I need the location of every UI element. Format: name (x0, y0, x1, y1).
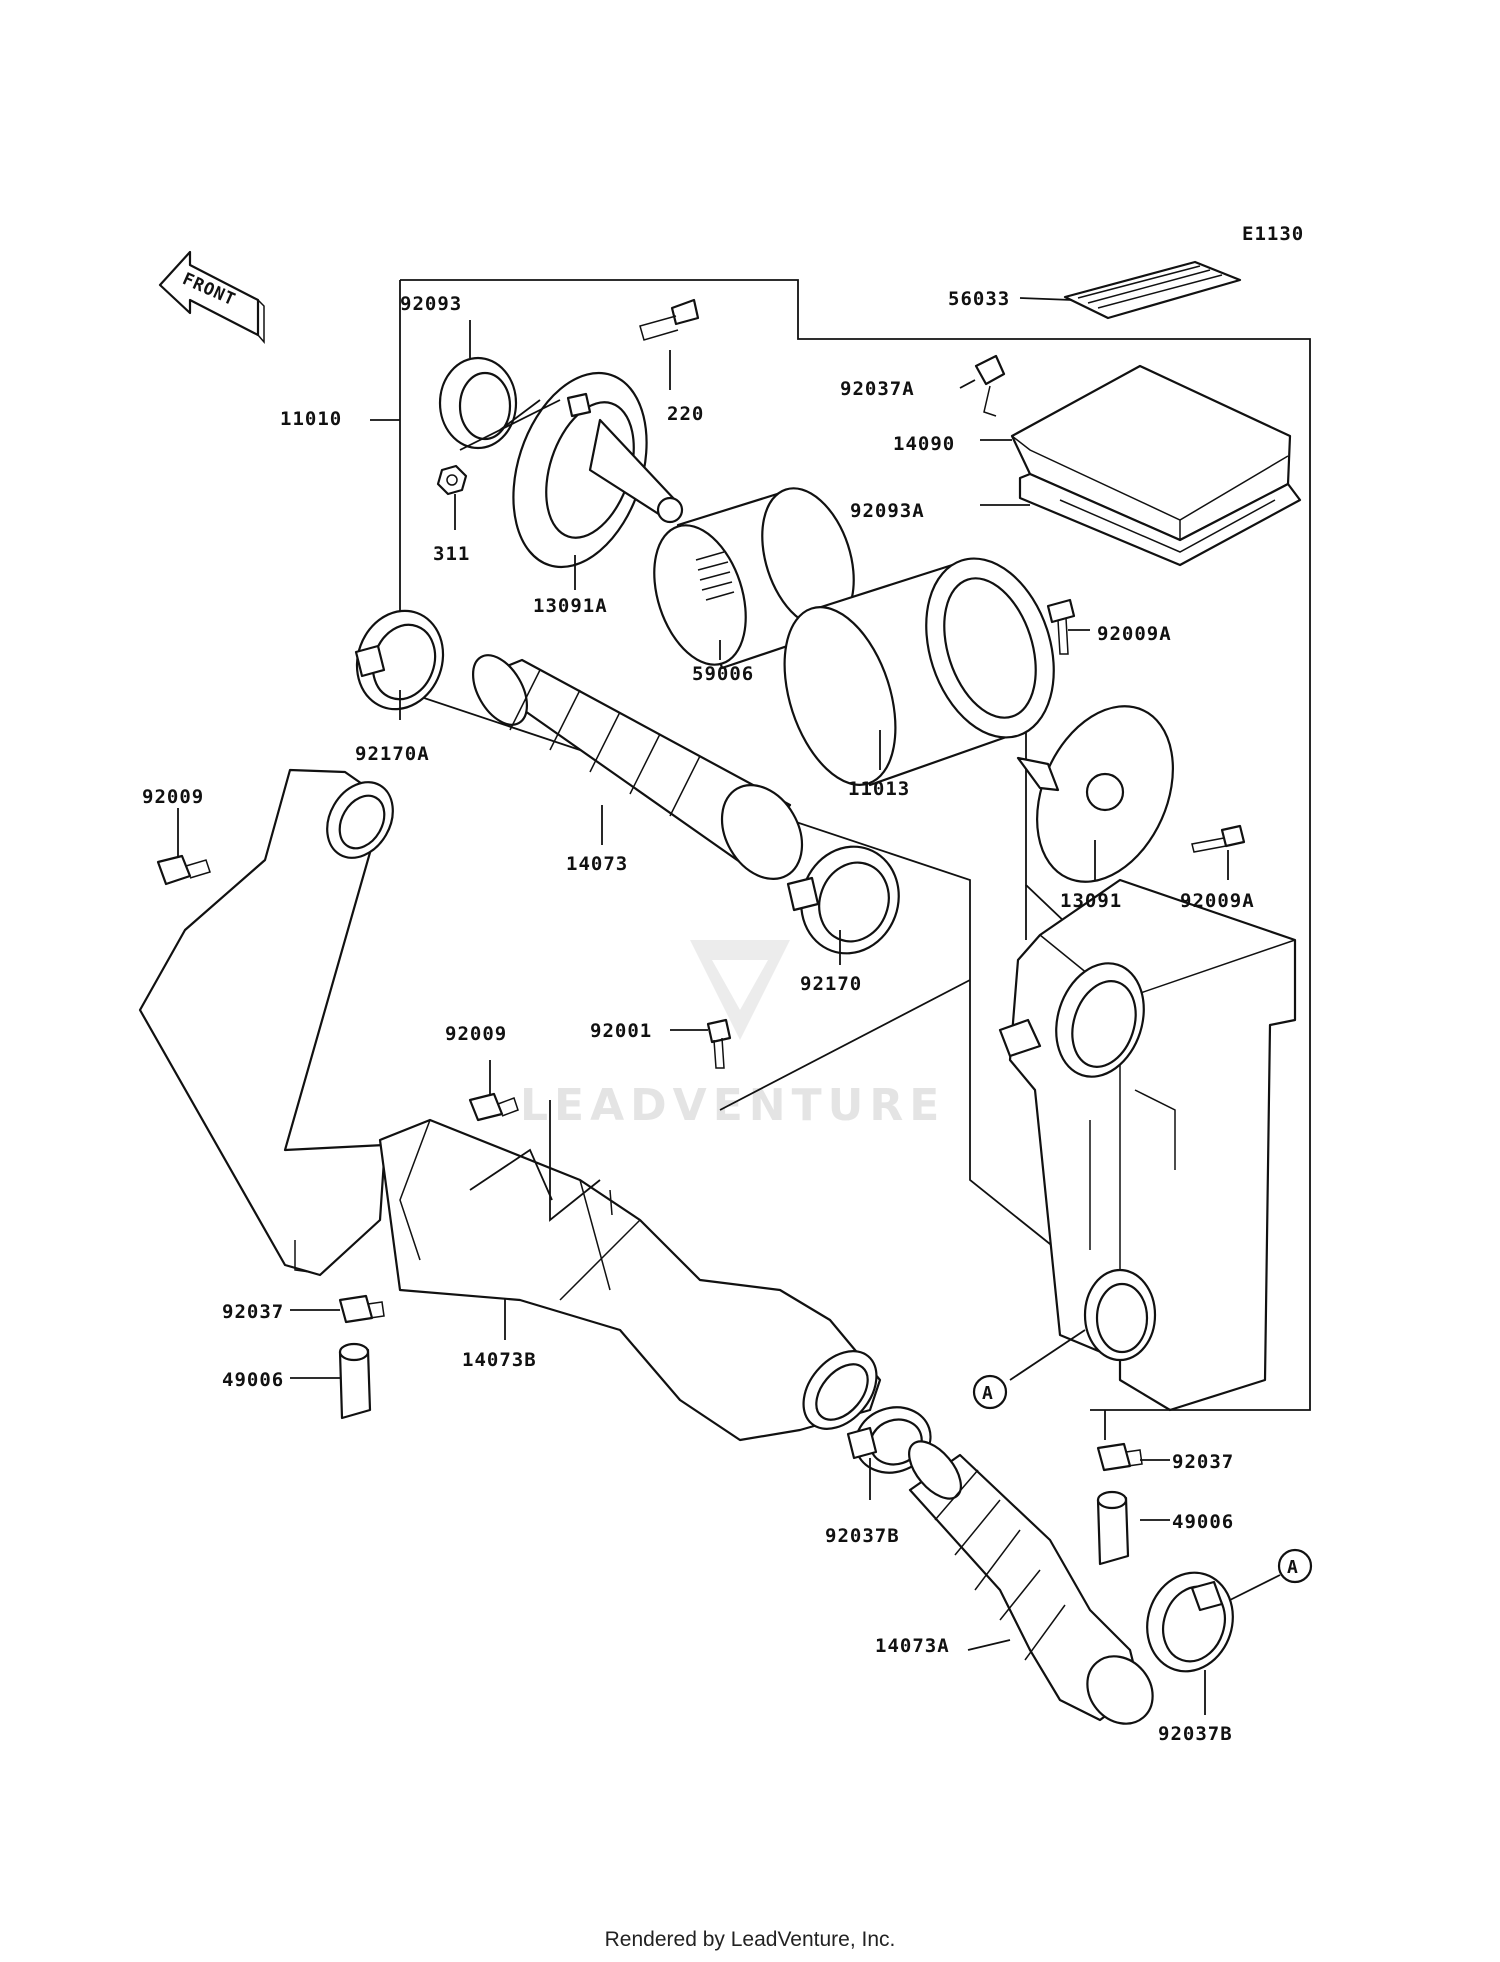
part-92009A-top-screw (1046, 598, 1076, 655)
watermark-text: LEADVENTURE (520, 1080, 945, 1131)
label-220: 220 (667, 403, 704, 425)
part-14090-cover (1010, 364, 1302, 567)
reference-marker-text: A (982, 1383, 994, 1404)
part-92093-seal (438, 356, 518, 450)
footer-credit: Rendered by LeadVenture, Inc. (605, 1928, 896, 1951)
leader-lines (177, 297, 1281, 1715)
part-92170A-clamp (354, 609, 445, 711)
part-14073B-duct (378, 1118, 882, 1442)
label-92001: 92001 (590, 1020, 652, 1042)
part-92009-mid-bolt (468, 1092, 519, 1122)
label-59006: 59006 (692, 663, 754, 685)
label-92037A: 92037A (840, 378, 915, 400)
label-56033: 56033 (948, 288, 1010, 310)
part-92009A-bottom-screw (1191, 824, 1246, 853)
part-49006-left-hose (338, 1342, 372, 1420)
label-92093: 92093 (400, 293, 462, 315)
watermark: LEADVENTURE (520, 940, 945, 1131)
part-220-bolt (639, 298, 700, 341)
label-311: 311 (433, 543, 470, 565)
label-13091: 13091 (1060, 890, 1122, 912)
part-49006-right-hose (1096, 1490, 1130, 1566)
label-92170A: 92170A (355, 743, 430, 765)
part-labels: E1130 92093 11010 220 311 13091A 59006 1… (142, 223, 1304, 1745)
label-92037-left: 92037 (222, 1301, 284, 1323)
label-92037-right: 92037 (1172, 1451, 1234, 1473)
label-49006-right: 49006 (1172, 1511, 1234, 1533)
reference-marker-A-left: A (972, 1374, 1008, 1410)
label-14073: 14073 (566, 853, 628, 875)
part-14073-duct (471, 654, 804, 880)
part-11013-element (783, 557, 1055, 787)
part-92037A-clip (974, 354, 1006, 417)
label-92009A-bottom: 92009A (1180, 890, 1255, 912)
part-14073A-duct (908, 1440, 1154, 1725)
label-92170: 92170 (800, 973, 862, 995)
part-56033-pad (1063, 260, 1242, 320)
label-14090: 14090 (893, 433, 955, 455)
label-14073B: 14073B (462, 1349, 537, 1371)
part-airbox-housing (998, 878, 1297, 1412)
part-92001-bolt (706, 1018, 732, 1069)
label-92009A-top: 92009A (1097, 623, 1172, 645)
label-92037B-mid: 92037B (825, 1525, 900, 1547)
label-11013: 11013 (848, 778, 910, 800)
reference-marker-text: A (1287, 1557, 1299, 1578)
part-311-nut (436, 464, 468, 496)
label-92009-mid: 92009 (445, 1023, 507, 1045)
part-92037-left-clamp (338, 1294, 385, 1324)
diagram-code: E1130 (1242, 223, 1304, 245)
label-92093A: 92093A (850, 500, 925, 522)
label-14073A: 14073A (875, 1635, 950, 1657)
part-92037B-right-clamp (1146, 1571, 1234, 1673)
label-92009-left: 92009 (142, 786, 204, 808)
part-intake-tube (138, 768, 394, 1277)
part-13091A-cap (512, 371, 684, 569)
label-13091A: 13091A (533, 595, 608, 617)
part-92009-left-bolt (156, 854, 211, 886)
reference-marker-A-right: A (1277, 1548, 1313, 1584)
label-11010: 11010 (280, 408, 342, 430)
label-49006-left: 49006 (222, 1369, 284, 1391)
label-92037B-right: 92037B (1158, 1723, 1233, 1745)
part-92037-right-clamp (1096, 1442, 1143, 1472)
front-arrow: FRONT (158, 250, 265, 345)
part-92170-clamp (786, 845, 900, 955)
part-13091-cap (1016, 705, 1174, 883)
